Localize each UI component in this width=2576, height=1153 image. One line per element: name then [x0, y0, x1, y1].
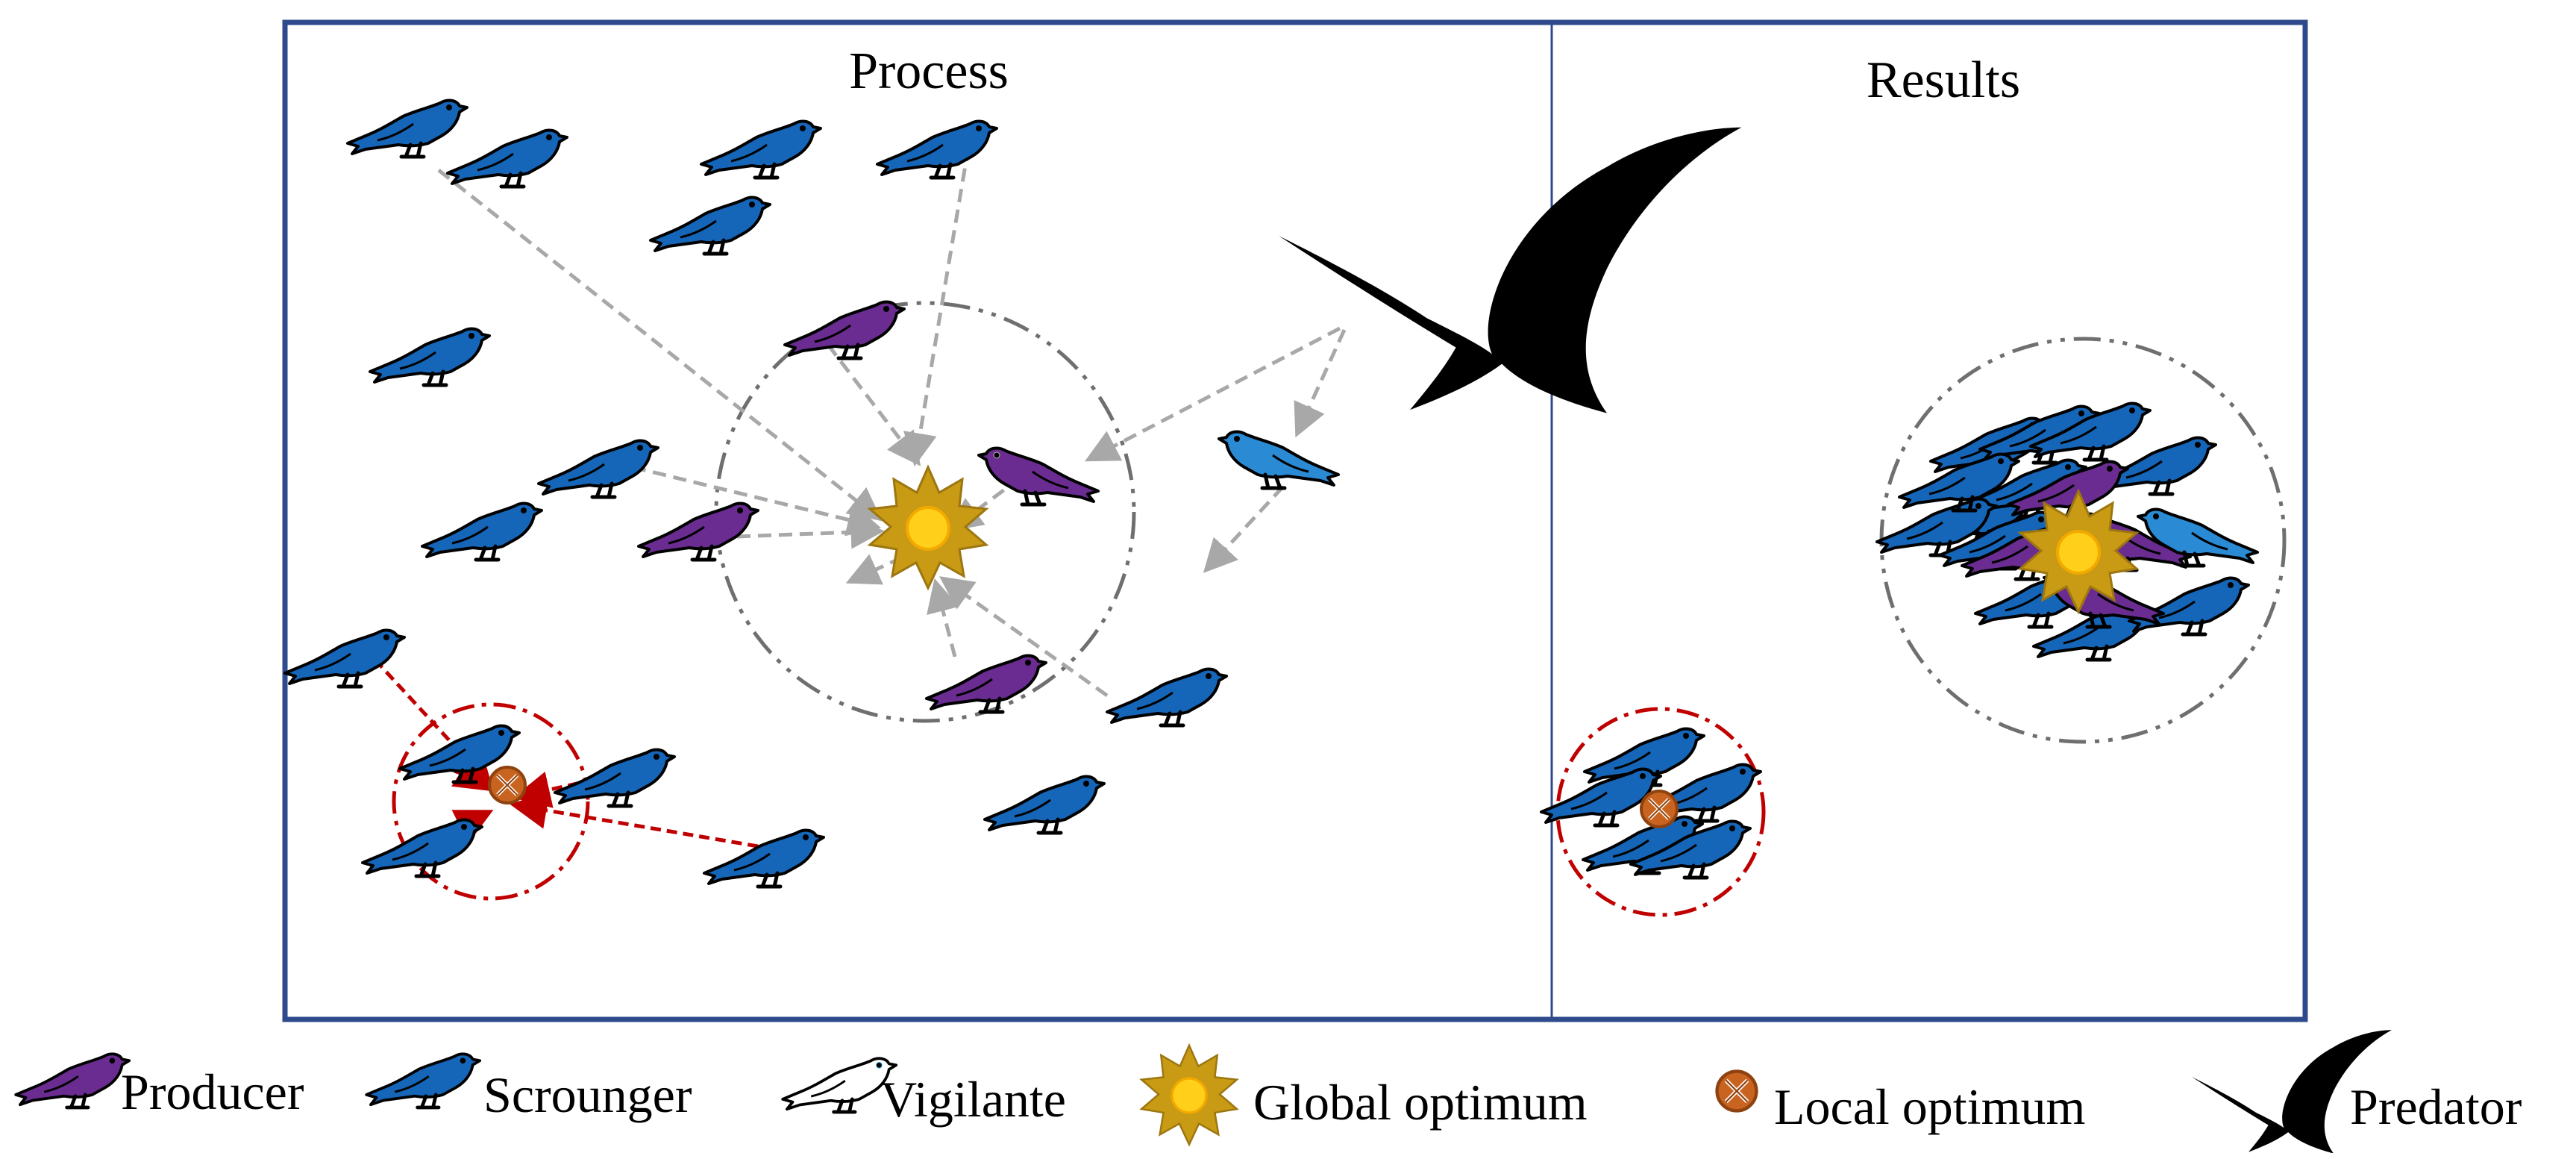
- producer-bird: [785, 302, 904, 358]
- scrounger-bird: [1107, 669, 1226, 725]
- local-attraction-arrows: [363, 646, 759, 849]
- global-optimum-legend-icon: [1140, 1044, 1238, 1146]
- scrounger-bird: [651, 198, 770, 254]
- global-optimum-icon: [868, 466, 988, 590]
- vigilante-icon: [783, 1058, 896, 1112]
- scrounger-bird: [348, 101, 467, 157]
- vigilante-bird: [1219, 432, 1338, 488]
- local-optimum-icon: [489, 767, 525, 803]
- attraction-arrows: [437, 147, 1347, 698]
- legend-vigilante-label: Vigilante: [880, 1071, 1066, 1128]
- scrounger-icon: [366, 1054, 480, 1107]
- scrounger-bird: [363, 820, 482, 876]
- legend-local-optimum-label: Local optimum: [1774, 1078, 2085, 1135]
- scrounger-bird: [448, 131, 567, 187]
- legend-predator-label: Predator: [2350, 1078, 2522, 1135]
- producer-icon: [16, 1054, 129, 1107]
- predator-icon: [1279, 127, 1742, 413]
- local-trap-circle: [392, 702, 590, 901]
- legend-producer-label: Producer: [121, 1063, 304, 1120]
- local-optimum-legend-icon: [1717, 1072, 1757, 1111]
- scrounger-bird: [370, 329, 489, 385]
- global-search-circle: [714, 301, 1136, 723]
- diagram-frame: [282, 19, 2308, 1022]
- scrounger-bird: [555, 750, 674, 806]
- legend-scrounger-label: Scrounger: [483, 1066, 692, 1123]
- scrounger-bird: [422, 504, 542, 560]
- legend-global-optimum-label: Global optimum: [1253, 1074, 1588, 1131]
- scrounger-bird: [985, 777, 1104, 833]
- scrounger-bird: [539, 441, 658, 497]
- process-panel-title: Process: [849, 43, 1009, 100]
- producer-bird: [927, 656, 1046, 712]
- process-producers: [639, 302, 1098, 712]
- scrounger-bird: [877, 122, 997, 178]
- scrounger-bird: [285, 631, 404, 687]
- results-local-optimum-icon: [1641, 791, 1677, 827]
- results-panel-title: Results: [1867, 51, 2020, 109]
- scrounger-bird: [701, 122, 821, 178]
- producer-bird: [639, 504, 758, 560]
- legend: Producer Scrounger Vigilante Global opti…: [16, 1030, 2522, 1153]
